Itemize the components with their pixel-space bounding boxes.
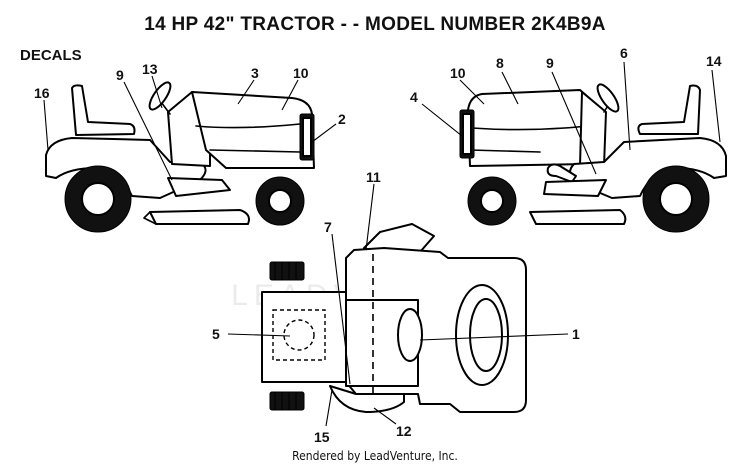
steering-wheel-left	[148, 81, 172, 111]
leader-lines	[43, 61, 721, 427]
leader-8	[501, 71, 519, 105]
callout-3: 3	[251, 65, 259, 81]
footrest-right	[543, 179, 607, 197]
callout-16: 16	[34, 85, 50, 101]
callout-2: 2	[338, 111, 346, 127]
lift-lever-right	[546, 163, 577, 183]
tractor-right-side-view	[459, 83, 727, 233]
leader-2	[311, 123, 337, 143]
callout-9-right: 9	[546, 55, 554, 71]
grille-insert-left	[302, 117, 312, 157]
mower-deck-left	[149, 209, 250, 225]
leader-6	[623, 61, 631, 151]
leader-15	[325, 389, 333, 427]
footer-credit: Rendered by LeadVenture, Inc.	[292, 449, 458, 463]
leader-1	[419, 333, 569, 341]
leader-12	[373, 407, 397, 425]
callout-8: 8	[496, 55, 504, 71]
callout-15: 15	[314, 429, 330, 445]
leader-4	[421, 103, 463, 137]
deck-top	[329, 385, 405, 413]
callout-10-left: 10	[293, 65, 309, 81]
leader-7	[331, 233, 351, 385]
tread-lower	[274, 392, 297, 410]
callout-13: 13	[142, 61, 158, 77]
front-hub-left	[268, 189, 292, 213]
callout-4: 4	[410, 89, 418, 105]
callout-6: 6	[620, 45, 628, 61]
hood-left	[191, 91, 315, 169]
callout-14: 14	[706, 53, 722, 69]
callout-labels: 16 9 13 3 10 2 4 10 8 9 6 14 11 7 5 1 15…	[34, 45, 722, 445]
leader-5	[227, 333, 291, 337]
leader-16	[43, 99, 49, 151]
diagram-title: 14 HP 42" TRACTOR - - MODEL NUMBER 2K4B9…	[144, 14, 606, 35]
steering-wheel-right	[596, 83, 620, 113]
callout-5: 5	[212, 326, 220, 342]
grille-insert-right	[462, 113, 472, 155]
tread-upper	[274, 262, 297, 280]
leader-9a	[123, 81, 173, 181]
leader-11	[365, 183, 375, 251]
leader-9b	[551, 71, 597, 175]
rear-hub-left	[81, 182, 115, 216]
tractor-left-side-view	[45, 81, 315, 233]
deck-edge-left	[143, 211, 157, 225]
leader-3	[237, 79, 255, 105]
hood-lower-line-left	[209, 149, 301, 153]
leader-10a	[281, 79, 299, 111]
engine-pulley-top	[283, 319, 315, 351]
hood-line-left	[195, 123, 301, 129]
callout-9-left: 9	[116, 67, 124, 83]
footrest-left	[167, 177, 231, 197]
seat-center-top	[469, 298, 503, 372]
hood-lower-line-right	[469, 149, 541, 153]
hood-right	[467, 89, 597, 167]
rear-hub-right	[659, 182, 693, 216]
seat-left	[71, 84, 136, 136]
leader-14	[711, 69, 721, 143]
fuel-cap-top	[397, 308, 423, 362]
front-hub-right	[480, 189, 504, 213]
callout-7: 7	[324, 219, 332, 235]
callout-1: 1	[572, 326, 580, 342]
leader-13	[151, 75, 163, 109]
callout-10-right: 10	[450, 65, 466, 81]
hood-top	[261, 291, 347, 383]
seat-right	[637, 84, 701, 135]
mower-deck-right	[529, 209, 627, 225]
callout-12: 12	[396, 423, 412, 439]
section-label-decals: DECALS	[20, 47, 82, 64]
callout-11: 11	[366, 169, 381, 185]
leader-10b	[459, 79, 485, 105]
console-right	[579, 91, 607, 167]
tractor-top-view	[261, 223, 527, 413]
